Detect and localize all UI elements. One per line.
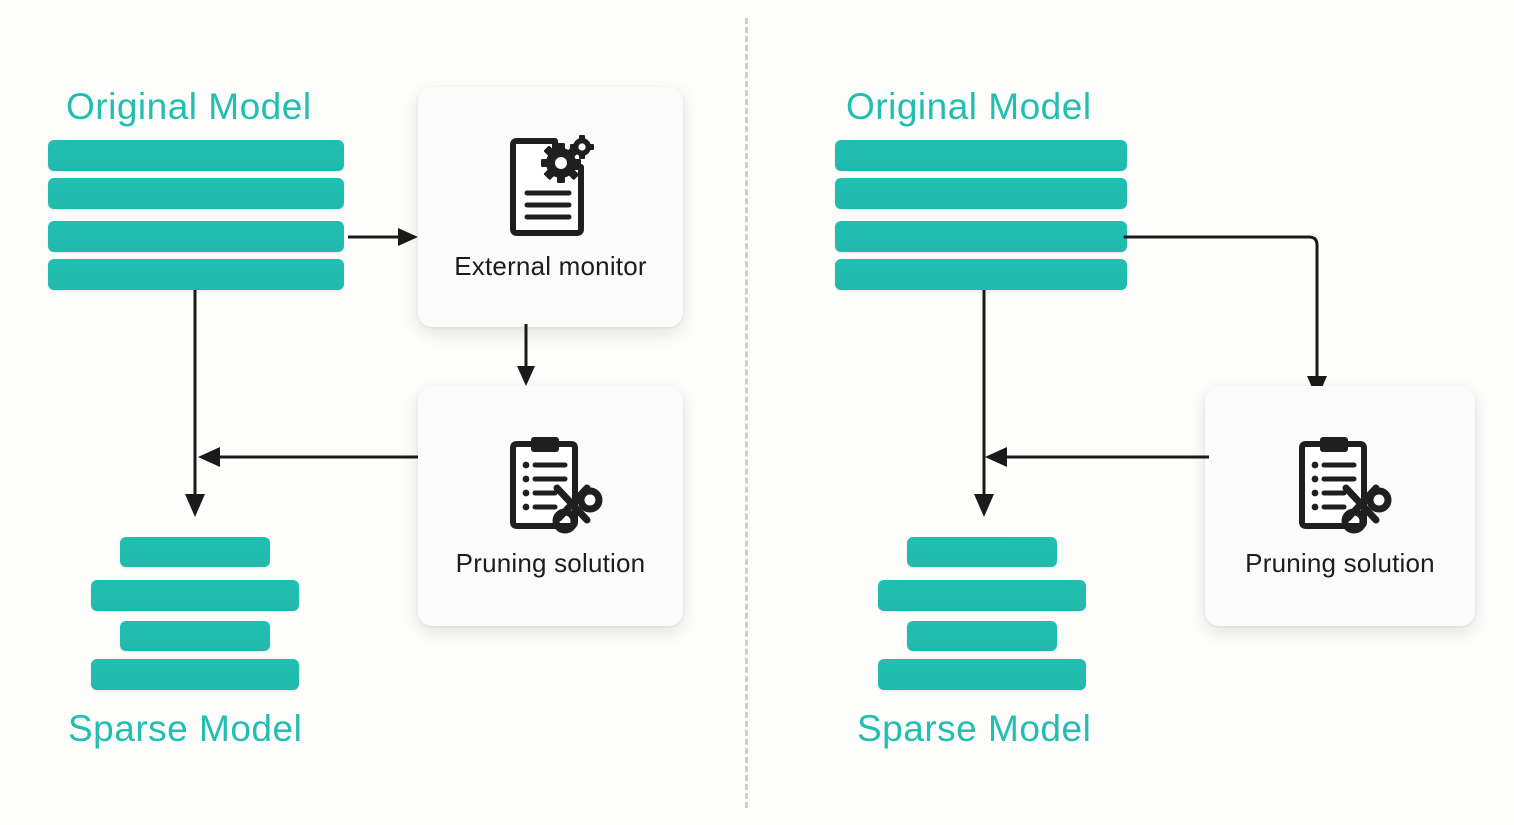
card-pruning-solution-left[interactable]: Pruning solution — [418, 386, 683, 626]
connector-model-to-pruning-elbow-right — [1123, 235, 1327, 399]
card-external-monitor[interactable]: External monitor — [418, 87, 683, 327]
original-model-layer-3-right — [835, 221, 1127, 252]
connector-model-to-sparse-left — [185, 290, 205, 517]
card-pruning-solution-label-left: Pruning solution — [455, 547, 646, 578]
sparse-model-layer-1-right — [907, 537, 1057, 567]
original-model-title-right: Original Model — [846, 86, 1092, 127]
sparse-model-layer-3-right — [907, 621, 1057, 651]
document-gears-icon — [509, 134, 594, 236]
original-model-layer-2-right — [835, 178, 1127, 209]
original-model-layer-3-left — [48, 221, 344, 252]
card-pruning-solution-right[interactable]: Pruning solution — [1205, 386, 1475, 626]
original-model-layer-4-right — [835, 259, 1127, 290]
original-model-layer-1-right — [835, 140, 1127, 171]
sparse-model-layer-2-left — [91, 580, 299, 611]
connector-model-to-external-monitor — [348, 228, 418, 246]
original-model-layer-1-left — [48, 140, 344, 171]
sparse-model-layer-3-left — [120, 621, 270, 651]
connector-model-to-sparse-right — [974, 290, 994, 517]
connector-external-monitor-to-pruning — [517, 324, 535, 386]
panel-left-external-monitor-pipeline: Original Model — [0, 0, 747, 825]
connector-pruning-to-model-left — [198, 447, 418, 467]
panel-right-self-pruning-pipeline: Original Model — [747, 0, 1514, 825]
sparse-model-title-right: Sparse Model — [857, 708, 1092, 749]
sparse-model-layer-4-right — [878, 659, 1086, 690]
sparse-model-layer-2-right — [878, 580, 1086, 611]
sparse-model-title-left: Sparse Model — [68, 708, 303, 749]
original-model-layer-4-left — [48, 259, 344, 290]
connector-pruning-to-model-right — [985, 447, 1209, 467]
original-model-layer-2-left — [48, 178, 344, 209]
clipboard-scissors-icon — [1299, 436, 1392, 533]
sparse-model-layer-4-left — [91, 659, 299, 690]
panel-divider — [745, 18, 748, 808]
card-pruning-solution-label-right: Pruning solution — [1245, 547, 1435, 578]
clipboard-scissors-icon — [509, 436, 602, 533]
card-external-monitor-label: External monitor — [454, 250, 647, 281]
sparse-model-layer-1-left — [120, 537, 270, 567]
original-model-title-left: Original Model — [66, 86, 312, 127]
